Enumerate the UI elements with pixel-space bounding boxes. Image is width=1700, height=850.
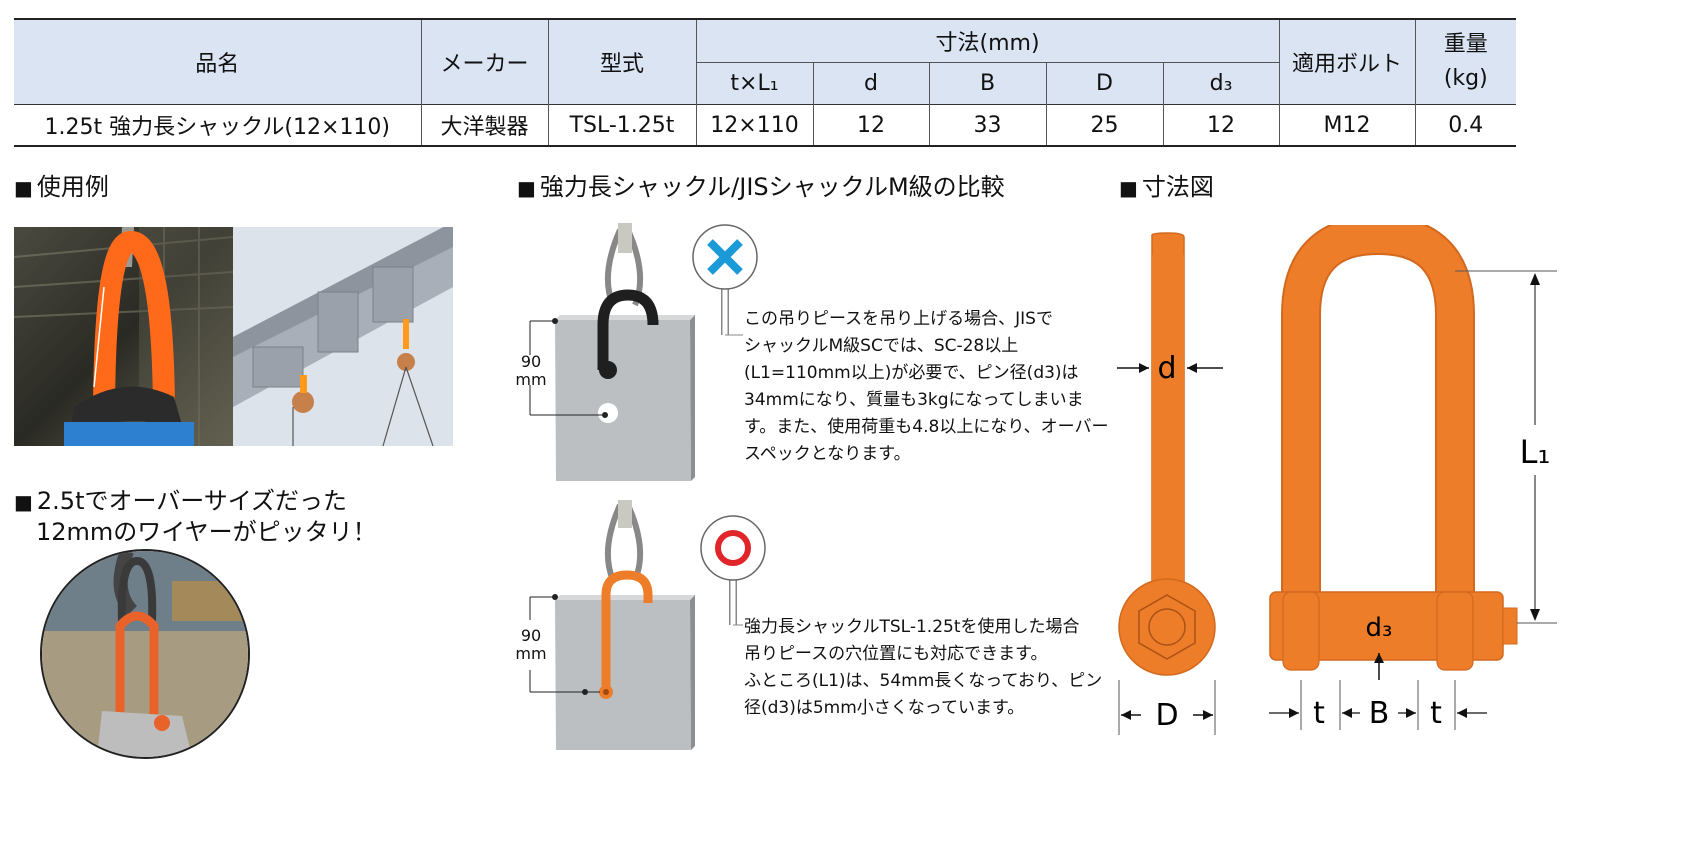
ok-sign [700,515,766,625]
header-d3: d₃ [1162,62,1280,105]
dim-b-label: B [1369,696,1390,731]
comparison-diagram [529,223,766,750]
dim-t-label-right: t [1430,696,1442,731]
header-weight: 重量 (kg) [1414,19,1517,105]
cell-model: TSL-1.25t [547,104,697,146]
cell-name: 1.25t 強力長シャックル(12×110) [14,104,422,146]
cell-b: 33 [928,104,1047,146]
wire-heading: ■2.5tでオーバーサイズだった 12mmのワイヤーがピッタリ！ [14,487,377,546]
header-bolt: 適用ボルト [1278,19,1416,105]
cell-d: 12 [812,104,930,146]
cell-weight: 0.4 [1414,104,1517,146]
square-bullet-icon: ■ [517,176,536,200]
ng-sign [692,224,758,335]
square-bullet-icon: ■ [1119,176,1138,200]
wire-photo [40,549,250,759]
shackle-side-view [1118,232,1216,676]
usage-photo-beam [233,227,453,446]
spec-table: 品名 メーカー 型式 寸法(mm) 適用ボルト 重量 (kg) t×L₁ d B… [14,18,1517,147]
dim-t-label-left: t [1313,696,1325,731]
header-model: 型式 [547,19,697,105]
dim-d3-label: d₃ [1366,613,1393,643]
jis-shackle-scene [529,223,695,481]
header-name: 品名 [14,19,422,105]
dimension-diagram: d D d₃ L₁ t B t [1117,225,1557,735]
compare-text-ok: 強力長シャックルTSL-1.25tを使用した場合 吊りピースの穴位置にも対応でき… [744,617,1103,718]
table-row: 1.25t 強力長シャックル(12×110) 大洋製器 TSL-1.25t 12… [14,104,1517,146]
cell-d3: 12 [1162,104,1280,146]
usage-photo-closeup [14,227,233,446]
header-d: d [812,62,930,105]
dimension-heading: ■寸法図 [1119,173,1214,201]
header-dims: 寸法(mm) [695,19,1280,63]
cell-bolt: M12 [1278,104,1416,146]
shackle-front-view [1269,225,1518,671]
long-shackle-scene [529,500,695,750]
square-bullet-icon: ■ [14,490,33,514]
cell-t-l1: 12×110 [695,104,814,146]
header-t-l1: t×L₁ [696,62,814,105]
header-big-d: D [1045,62,1164,105]
cell-big-d: 25 [1045,104,1164,146]
usage-heading: ■使用例 [14,173,109,201]
square-bullet-icon: ■ [14,176,33,200]
cell-maker: 大洋製器 [420,104,549,146]
compare-heading: ■強力長シャックル/JISシャックルM級の比較 [517,173,1005,201]
dim-l1-label: L₁ [1520,433,1551,471]
dim-big-d-label: D [1155,698,1178,733]
header-maker: メーカー [420,19,549,105]
dim-d-label: d [1157,351,1176,386]
header-b: B [928,62,1047,105]
compare-text-ng: この吊りピースを吊り上げる場合、JISで シャックルM級SCでは、SC-28以上… [744,309,1109,464]
